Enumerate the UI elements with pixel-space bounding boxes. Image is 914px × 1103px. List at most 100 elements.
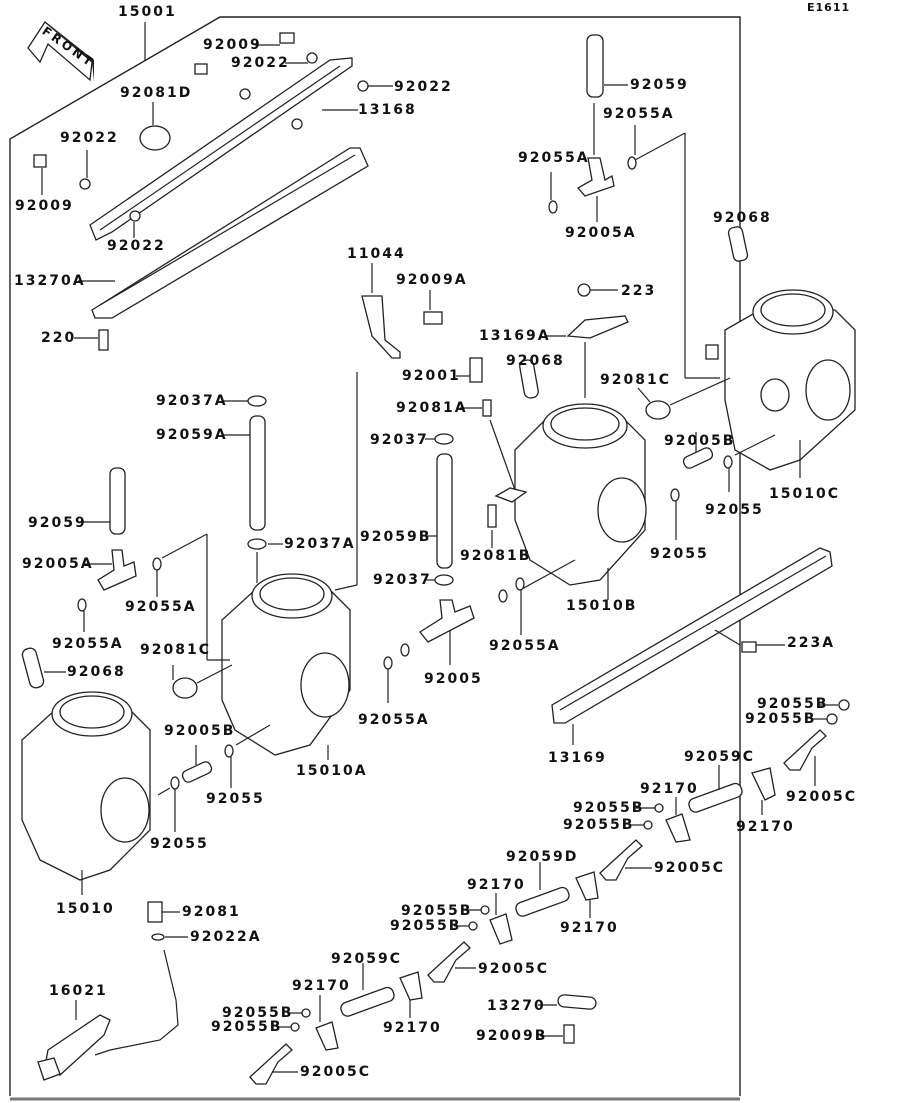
fitting-92005A-part (97, 549, 137, 591)
callout-label: 92009 (15, 198, 74, 214)
bracket-11044-part (361, 295, 401, 359)
callout-label: 92055B (390, 918, 462, 934)
callout-label: 92055B (211, 1019, 283, 1035)
callout-label: 92037A (156, 393, 228, 409)
callout-label: 92055B (757, 696, 829, 712)
callout-label: 92059A (156, 427, 228, 443)
callout-label: 92022A (190, 929, 262, 945)
callout-label: 92170 (736, 819, 795, 835)
callout-label: 92055B (573, 800, 645, 816)
callout-label: 92055 (150, 836, 209, 852)
knob-part (37, 1057, 61, 1081)
callout-label: 92059D (506, 849, 579, 865)
callout-label: 13169A (479, 328, 551, 344)
spring-92081-part (147, 901, 163, 923)
callout-label: 92055 (705, 502, 764, 518)
callout-label: 92055A (52, 636, 124, 652)
callout-label: 92170 (640, 781, 699, 797)
callout-label: 15001 (118, 4, 177, 20)
bolt-part (194, 63, 208, 75)
carburetor-15010A-part (221, 573, 351, 756)
oring-92055A-part (515, 577, 525, 591)
callout-label: 92037A (284, 536, 356, 552)
callout-label: 92081A (396, 400, 468, 416)
screw-92009B-part (563, 1024, 575, 1044)
callout-label: 92005 (424, 671, 483, 687)
callout-label: 92055A (125, 599, 197, 615)
oring-92055B-part (838, 699, 850, 711)
plate-13169A-part (566, 315, 629, 339)
hose-92059B-part (436, 453, 453, 569)
callout-label: 223A (787, 635, 836, 651)
leader-line (519, 559, 576, 591)
callout-label: 92005C (786, 789, 857, 805)
clamp-92037A-part (247, 538, 267, 550)
clamp-92170-part (751, 767, 776, 801)
hose-92059-part (586, 34, 604, 98)
callout-label: 92081C (140, 642, 211, 658)
clamp-92170-part (665, 813, 691, 843)
hose-92059D-part (515, 886, 570, 917)
callout-label: 92068 (713, 210, 772, 226)
bolt-92009A-part (423, 311, 443, 325)
leader-line (157, 787, 171, 796)
hose-92059C-part (688, 782, 743, 813)
hose-92059A-part (249, 415, 266, 531)
callout-label: 92005C (478, 961, 549, 977)
callout-label: 92068 (506, 353, 565, 369)
callout-label: 92009 (203, 37, 262, 53)
bolt-part (705, 344, 719, 360)
leader-line (669, 377, 731, 406)
callout-label: 92022 (107, 238, 166, 254)
callout-label: 15010 (56, 901, 115, 917)
callout-label: 92055A (518, 150, 590, 166)
callout-label: 92055B (222, 1005, 294, 1021)
callout-label: 92170 (292, 978, 351, 994)
carburetor-15010-part (21, 691, 151, 881)
oring-92055B-part (654, 803, 664, 813)
clamp-92037A-part (247, 395, 267, 407)
callout-label: 15010A (296, 763, 368, 779)
callout-label: 92170 (383, 1020, 442, 1036)
pipe-92005B-part (682, 447, 714, 469)
fitting-92005C-part (427, 941, 471, 983)
fitting-92005C-part (599, 839, 643, 881)
callout-label: 92170 (467, 877, 526, 893)
leader-line (161, 533, 208, 559)
bolt-92001-part (469, 357, 483, 383)
front-arrow-icon (27, 21, 94, 82)
screw-223-part (577, 283, 591, 297)
callout-label: 92005A (22, 556, 94, 572)
callout-label: 92059 (630, 77, 689, 93)
spring-92081A-part (482, 399, 492, 417)
callout-label: 92005B (164, 723, 236, 739)
pipe-92005B-part (181, 761, 213, 783)
clamp-92170-part (489, 913, 513, 945)
choke-cable-part (94, 949, 179, 1056)
lever-part (494, 487, 528, 503)
callout-label: 92005C (654, 860, 725, 876)
callout-label: 13169 (548, 750, 607, 766)
callout-label: 92055 (206, 791, 265, 807)
spring-92081C-part (645, 400, 671, 420)
plate-13270-part (557, 994, 597, 1010)
leader-line (489, 419, 516, 491)
callout-label: 92005C (300, 1064, 371, 1080)
leader-line (734, 434, 776, 456)
callout-label: 223 (621, 283, 657, 299)
callout-label: 92081 (182, 904, 241, 920)
callout-label: 92055A (603, 106, 675, 122)
callout-label: 92059 (28, 515, 87, 531)
clamp-92170-part (399, 971, 423, 1001)
hose-92059C-part (340, 986, 395, 1017)
plug-92068-part (519, 359, 539, 399)
screw-223A-part (741, 641, 757, 653)
callout-label: 92055A (358, 712, 430, 728)
callout-label: 92059C (331, 951, 402, 967)
oring-92055B-part (290, 1022, 300, 1032)
bolt-220-part (98, 329, 109, 351)
callout-label: 92037 (373, 572, 432, 588)
carburetor-15010B-part (514, 403, 647, 586)
